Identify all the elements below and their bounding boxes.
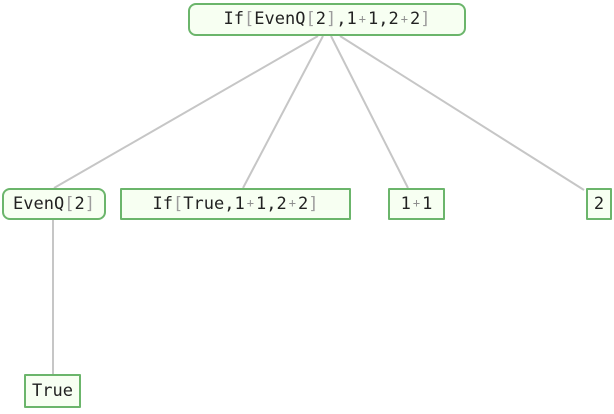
token: 2	[297, 193, 309, 214]
plus-operator: +	[246, 196, 254, 210]
token: 2	[74, 193, 85, 214]
token: ,	[224, 193, 235, 214]
node-if-true-expression[interactable]: If[True, 1+1, 2+2]	[120, 188, 351, 220]
bracket: ]	[308, 193, 319, 214]
plus-operator: +	[358, 11, 366, 26]
token: 2	[388, 9, 399, 29]
token: EvenQ	[254, 9, 306, 29]
token: ,	[378, 9, 389, 29]
token: 1	[346, 9, 357, 29]
node-root-if-expression[interactable]: If[EvenQ[2] , 1+1, 2+2]	[188, 3, 466, 36]
edge-root-to-evenq	[53, 35, 319, 189]
node-two[interactable]: 2	[586, 188, 612, 220]
token: 2	[276, 193, 287, 214]
edge-root-to-two	[339, 35, 585, 191]
token: ,	[266, 193, 277, 214]
plus-operator: +	[412, 196, 421, 210]
bracket: [	[64, 193, 75, 214]
token: If	[152, 193, 174, 214]
edge-root-to-if-true	[242, 35, 324, 189]
node-one-plus-one[interactable]: 1+1	[388, 188, 445, 220]
token: ,	[336, 9, 347, 29]
token: 2	[593, 193, 605, 214]
token: 2	[315, 9, 326, 29]
bracket: ]	[84, 193, 95, 214]
token: 1	[422, 193, 433, 214]
node-true[interactable]: True	[24, 374, 81, 408]
node-evenq[interactable]: EvenQ[2]	[2, 188, 106, 220]
token: True	[32, 380, 73, 401]
token: 1	[400, 193, 411, 214]
token: 1	[234, 193, 245, 214]
token: 2	[409, 9, 421, 29]
bracket: ]	[325, 9, 337, 29]
edge-root-to-one-plus-one	[330, 35, 409, 189]
plus-operator: +	[288, 196, 296, 210]
token: If	[223, 9, 245, 29]
bracket: [	[173, 193, 184, 214]
token: 1	[367, 9, 379, 29]
bracket: [	[244, 9, 255, 29]
bracket: ]	[420, 9, 431, 29]
bracket: [	[305, 9, 316, 29]
token: True	[183, 193, 225, 214]
plus-operator: +	[400, 11, 408, 26]
token: 1	[255, 193, 267, 214]
token: EvenQ	[13, 193, 65, 214]
